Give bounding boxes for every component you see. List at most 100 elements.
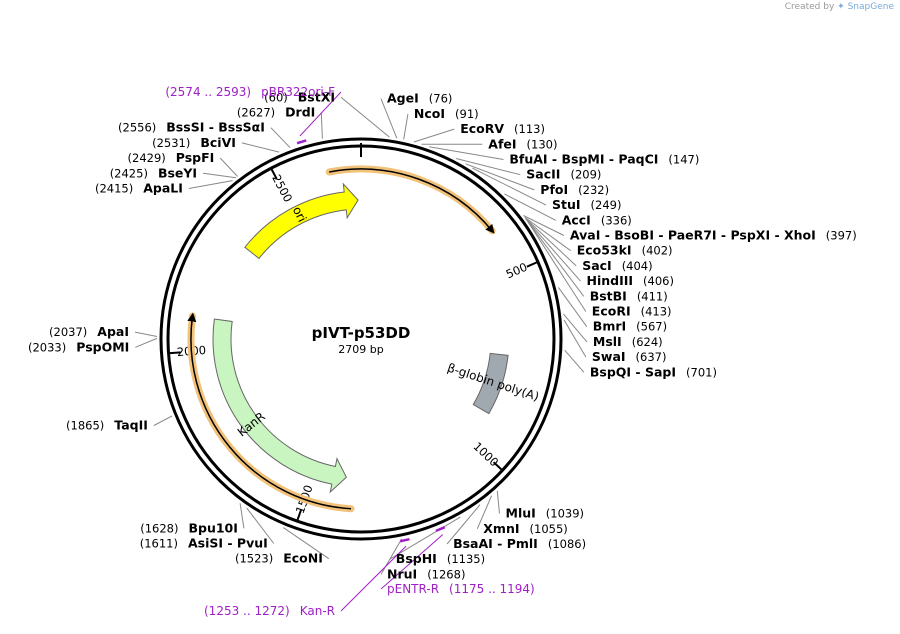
site-label-xmni: XmnI(1055)	[483, 521, 567, 536]
site-label-bstxi: (60)BstXI	[264, 89, 335, 104]
leader-line	[413, 128, 455, 143]
site-label-saci: SacI(404)	[582, 258, 652, 273]
leader-line	[380, 534, 444, 590]
leader-line	[299, 91, 342, 137]
feature-globin-poly-a	[472, 352, 509, 415]
leader-line	[246, 507, 275, 544]
site-label-mlui: MluI(1039)	[506, 506, 585, 521]
site-label-bcivi: (2531)BciVI	[152, 135, 236, 150]
primer-mark	[399, 537, 410, 543]
site-label-bmri: BmrI(567)	[593, 319, 667, 334]
site-label-bstbi: BstBI(411)	[590, 288, 668, 303]
leader-line	[465, 163, 535, 191]
leader-line	[557, 287, 588, 327]
leader-line	[135, 337, 158, 348]
site-label-bsphi: BspHI(1135)	[396, 551, 485, 566]
leader-line	[504, 193, 556, 221]
site-label-ncoi: NcoI(91)	[414, 106, 479, 121]
site-label-drdi: (2627)DrdI	[237, 105, 315, 120]
tick-mark	[270, 167, 278, 180]
leader-line	[340, 96, 390, 138]
site-label-bspqi-sapi: BspQI - SapI(701)	[590, 364, 717, 379]
leader-line	[496, 490, 500, 514]
tick-label: 500	[504, 260, 530, 282]
leader-line	[527, 221, 587, 312]
site-label-econi: (1523)EcoNI	[235, 551, 323, 566]
site-label-hindiii: HindIII(406)	[587, 273, 674, 288]
leader-line	[563, 319, 587, 358]
snapgene-credit: Created by ✦ SnapGene	[785, 2, 894, 12]
site-label-acci: AccI(336)	[562, 212, 632, 227]
site-label-taqii: (1865)TaqII	[66, 418, 148, 433]
site-label-bseyi: (2425)BseYI	[110, 165, 197, 180]
site-label-nrui: NruI(1268)	[387, 566, 465, 581]
leader-line	[134, 331, 158, 337]
leader-line	[523, 215, 565, 236]
site-labels: AgeI(76)NcoI(91)EcoRV(113)AfeI(130)BfuAI…	[28, 85, 857, 618]
leader-line	[239, 503, 245, 529]
tick-mark	[526, 260, 539, 268]
leader-line	[320, 112, 323, 139]
site-label-pspomi: (2033)PspOMI	[28, 339, 129, 354]
leader-line	[380, 538, 403, 575]
leader-line	[429, 146, 504, 160]
orf-arcs	[187, 165, 496, 513]
leader-line	[563, 313, 588, 343]
plasmid-name: pIVT-p53DD	[312, 324, 411, 342]
tick-mark	[168, 351, 181, 355]
site-label-eco53ki: Eco53kI(402)	[577, 243, 673, 258]
leader-line	[153, 415, 173, 426]
leader-line	[203, 172, 237, 179]
site-leader-lines	[134, 91, 588, 612]
site-label-agei: AgeI(76)	[387, 91, 452, 106]
site-label-swai: SwaI(637)	[592, 349, 667, 364]
site-label-afei: AfeI(130)	[488, 136, 557, 151]
snapgene-logo-icon: ✦	[837, 2, 845, 12]
backbone-outer-ring	[159, 137, 563, 541]
feature-label: ori	[290, 204, 309, 224]
credit-prefix: Created by	[784, 2, 835, 12]
leader-line	[403, 113, 409, 140]
site-label-apali: (2415)ApaLI	[95, 181, 183, 196]
site-label-pspfi: (2429)PspFI	[128, 150, 215, 165]
primer-label-kan-r: (1253 .. 1272)Kan-R	[204, 604, 335, 618]
primer-label-pentr-r: pENTR-R(1175 .. 1194)	[387, 582, 535, 596]
site-label-bfuai-bspmi-paqci: BfuAI - BspMI - PaqCI(147)	[509, 152, 699, 167]
leader-line	[340, 545, 407, 612]
leader-line	[476, 495, 493, 529]
leader-line	[455, 158, 521, 176]
primer-mark	[296, 139, 307, 145]
site-label-ecorv: EcoRV(113)	[460, 121, 545, 136]
leader-line	[564, 349, 585, 373]
feature-ori	[244, 182, 359, 260]
primer-marks	[296, 139, 446, 543]
site-label-asisi-pvui: (1611)AsiSI - PvuI	[140, 536, 268, 551]
primer-label-pbr322ori-f: (2574 .. 2593)pBR322ori-F	[165, 85, 335, 99]
leader-line	[270, 127, 291, 149]
plasmid-size: 2709 bp	[338, 343, 383, 356]
site-label-stui: StuI(249)	[552, 197, 621, 212]
leader-line	[526, 220, 585, 297]
leader-line	[524, 216, 571, 252]
primer-mark	[435, 526, 446, 533]
leader-line	[389, 516, 461, 560]
orf-arc	[329, 168, 495, 234]
leader-line	[380, 98, 398, 139]
site-label-sacii: SacII(209)	[526, 167, 601, 182]
site-label-avai-bsobi-paer7i-pspxi-xhoi: AvaI - BsoBI - PaeR7I - PspXI - XhoI(397…	[570, 228, 857, 243]
tick-label: 2500	[269, 172, 295, 204]
site-label-bpu10i: (1628)Bpu10I	[140, 520, 238, 535]
feature-kanr	[212, 318, 347, 494]
leader-line	[283, 527, 330, 560]
site-label-bsssi-bsss-i: (2556)BssSI - BssSαI	[118, 120, 265, 135]
credit-brand: SnapGene	[847, 2, 894, 12]
site-label-apai: (2037)ApaI	[49, 324, 129, 339]
site-label-msli: MslI(624)	[593, 334, 663, 349]
leader-line	[219, 157, 238, 177]
orf-arc	[187, 312, 352, 510]
leader-line	[472, 167, 547, 206]
leader-line	[188, 180, 233, 189]
site-label-bsaai-pmli: BsaAI - PmlI(1086)	[453, 536, 586, 551]
plasmid-backbone	[159, 137, 563, 541]
